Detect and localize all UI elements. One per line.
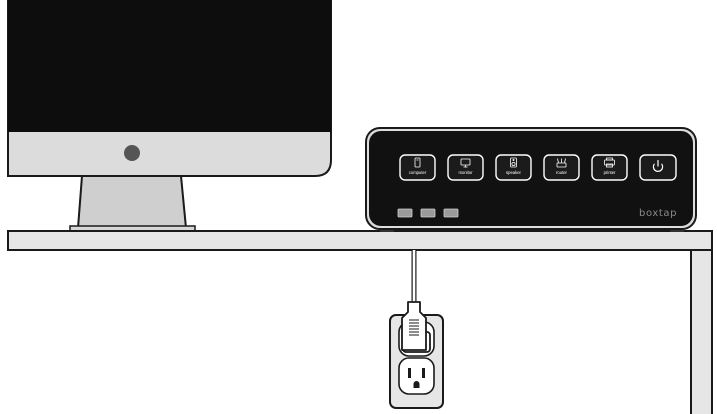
- printer-label: printer: [604, 170, 616, 175]
- speaker-icon: [510, 157, 517, 168]
- boxtap-device: computer monitor speaker: [365, 127, 697, 232]
- brand-logo: boxtap: [639, 208, 677, 219]
- imac-monitor: [7, 0, 332, 233]
- usb-port[interactable]: [420, 208, 436, 218]
- printer-button[interactable]: printer: [591, 154, 628, 181]
- desk-top: [7, 230, 713, 251]
- desk: [7, 230, 713, 414]
- printer-icon: [604, 157, 615, 168]
- power-icon: [652, 159, 664, 172]
- usb-port[interactable]: [397, 208, 413, 218]
- desk-leg: [690, 249, 713, 414]
- monitor-button[interactable]: monitor: [447, 154, 484, 181]
- monitor-screen: [8, 0, 331, 132]
- computer-tower-icon: [414, 157, 421, 168]
- computer-label: computer: [409, 170, 427, 175]
- monitor-stand: [76, 175, 188, 229]
- monitor-logo-icon: [124, 145, 140, 161]
- speaker-button[interactable]: speaker: [495, 154, 532, 181]
- power-button[interactable]: [639, 154, 677, 181]
- speaker-label: speaker: [506, 170, 522, 175]
- usb-ports: [397, 208, 459, 218]
- router-label: router: [556, 170, 568, 175]
- wall-outlet: [389, 301, 444, 409]
- power-plug[interactable]: [401, 301, 431, 353]
- computer-button[interactable]: computer: [399, 154, 436, 181]
- monitor-label: monitor: [459, 170, 474, 175]
- monitor-icon: [460, 158, 471, 168]
- usb-port[interactable]: [443, 208, 459, 218]
- router-icon: [556, 158, 567, 168]
- router-button[interactable]: router: [543, 154, 580, 181]
- outlet-receptacle[interactable]: [398, 357, 435, 395]
